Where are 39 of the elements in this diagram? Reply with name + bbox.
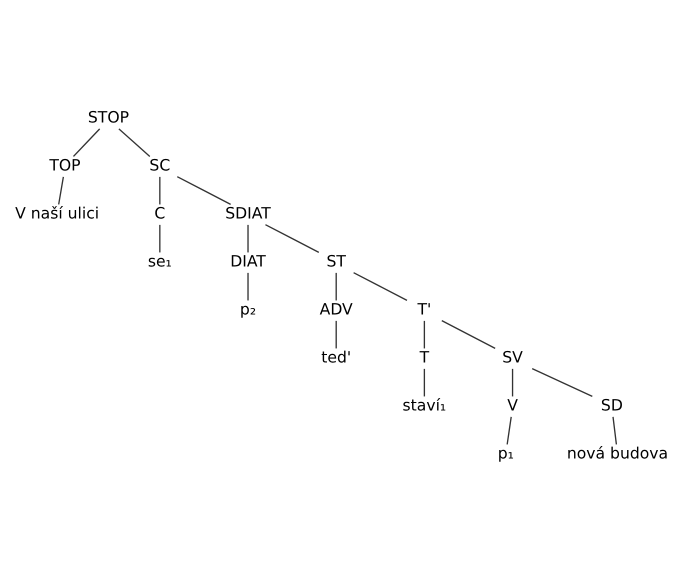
node-text: se₁ — [148, 252, 172, 270]
node-text: SC — [149, 156, 170, 174]
node-text: C — [154, 204, 166, 222]
node-text: nová budova — [566, 444, 668, 462]
connector — [159, 224, 160, 252]
connector — [58, 176, 64, 204]
connector — [118, 128, 150, 156]
connector — [612, 416, 618, 444]
node-text: p₂ — [240, 300, 256, 318]
node-text: ST — [326, 252, 346, 270]
connector — [424, 320, 426, 348]
connector — [424, 368, 426, 396]
node-text: SDIAT — [225, 204, 271, 222]
connector — [532, 368, 593, 396]
node-text: V naší ulici — [15, 204, 100, 222]
node-text: staví₁ — [402, 396, 446, 414]
node-text: DIAT — [230, 252, 266, 270]
node-text: T — [420, 348, 430, 366]
node-text: p₁ — [498, 444, 514, 462]
connector — [159, 176, 160, 204]
connector — [176, 176, 231, 204]
node-text: SD — [600, 396, 623, 414]
connector — [336, 272, 337, 300]
node-text: ted' — [321, 348, 352, 366]
connector — [353, 272, 408, 300]
connector — [265, 224, 320, 252]
node-text: T' — [417, 300, 432, 318]
connector — [72, 128, 100, 156]
node-text: SV — [502, 348, 523, 366]
connector — [442, 320, 496, 348]
node-text: STOP — [88, 108, 130, 126]
connector — [247, 224, 249, 252]
node-text: ADV — [320, 300, 353, 318]
connector — [506, 416, 512, 444]
connector — [512, 368, 514, 396]
node-text: V — [507, 396, 518, 414]
node-text: TOP — [49, 156, 81, 174]
connector — [336, 320, 337, 348]
connector — [247, 272, 249, 300]
